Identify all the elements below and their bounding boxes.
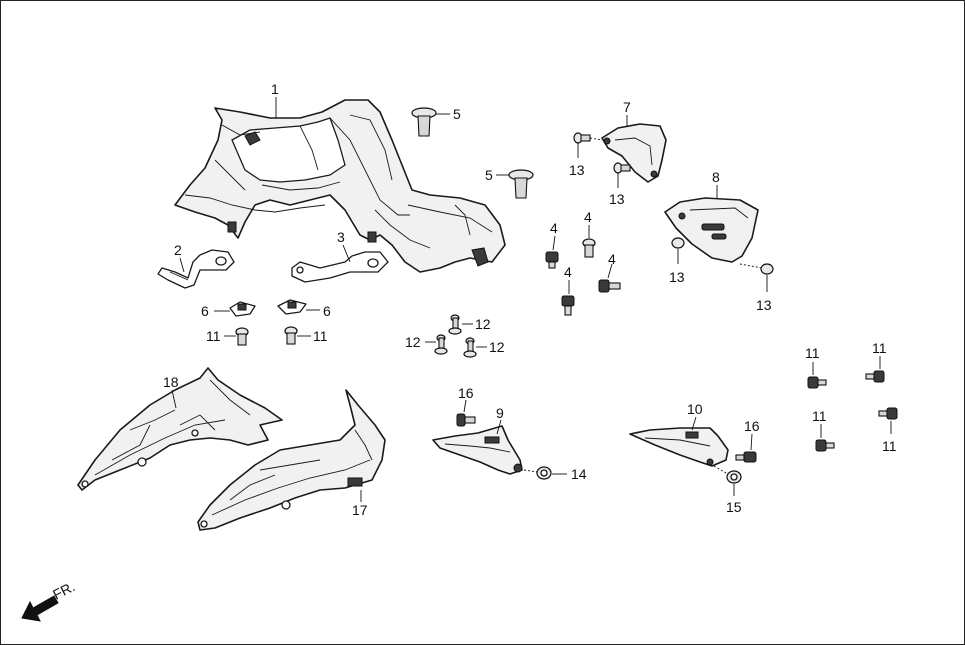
part-16-bolt-a[interactable] xyxy=(456,413,476,427)
part-11-screw-e[interactable] xyxy=(815,439,835,452)
part-4-bolt-c[interactable] xyxy=(561,295,575,316)
part-11-screw-f[interactable] xyxy=(878,407,898,420)
part-13-screw-d[interactable] xyxy=(760,263,774,275)
callout-5b: 5 xyxy=(485,167,493,183)
callout-11a: 11 xyxy=(206,328,221,344)
callout-13b: 13 xyxy=(609,191,625,207)
part-4-bolt-b[interactable] xyxy=(582,238,596,258)
part-5-push-rivet-a[interactable] xyxy=(411,107,437,137)
part-11-screw-a[interactable] xyxy=(235,327,249,346)
callout-12c: 12 xyxy=(489,339,505,355)
part-2-bracket[interactable] xyxy=(157,249,235,289)
callout-12a: 12 xyxy=(475,316,491,332)
part-7-side-bracket[interactable] xyxy=(601,123,667,183)
part-6-clip-nut-a[interactable] xyxy=(229,301,256,317)
callout-11e: 11 xyxy=(812,408,827,424)
callout-8: 8 xyxy=(712,169,720,185)
part-16-bolt-b[interactable] xyxy=(735,451,757,463)
part-13-screw-a[interactable] xyxy=(573,132,591,144)
callout-10: 10 xyxy=(687,401,703,417)
callout-13a: 13 xyxy=(569,162,585,178)
callout-11b: 11 xyxy=(313,328,328,344)
part-11-screw-c[interactable] xyxy=(807,376,827,389)
callout-7: 7 xyxy=(623,99,631,115)
callout-2: 2 xyxy=(174,242,182,258)
part-8-switch-panel[interactable] xyxy=(664,197,759,263)
part-15-nut[interactable] xyxy=(726,470,742,484)
callout-11d: 11 xyxy=(872,340,887,356)
callout-4d: 4 xyxy=(608,251,616,267)
callout-16a: 16 xyxy=(458,385,474,401)
part-9-left-inner-panel[interactable] xyxy=(432,425,523,475)
callout-14: 14 xyxy=(571,466,587,482)
part-11-screw-b[interactable] xyxy=(284,326,298,345)
front-direction-indicator: FR. xyxy=(21,578,77,622)
callout-12b: 12 xyxy=(405,334,421,350)
part-12-clip-b[interactable] xyxy=(434,334,448,355)
part-10-right-inner-panel[interactable] xyxy=(629,427,729,467)
callout-3: 3 xyxy=(337,229,345,245)
callout-13d: 13 xyxy=(756,297,772,313)
callout-16b: 16 xyxy=(744,418,760,434)
part-18-left-side-cover[interactable] xyxy=(77,367,283,491)
part-11-screw-d[interactable] xyxy=(865,370,885,383)
callout-4a: 4 xyxy=(550,220,558,236)
callout-6a: 6 xyxy=(201,303,209,319)
callout-6b: 6 xyxy=(323,303,331,319)
callout-4c: 4 xyxy=(564,264,572,280)
callout-13c: 13 xyxy=(669,269,685,285)
callout-1: 1 xyxy=(271,81,279,97)
callout-4b: 4 xyxy=(584,209,592,225)
part-13-screw-b[interactable] xyxy=(613,162,631,174)
part-13-screw-c[interactable] xyxy=(671,237,685,249)
callout-11c: 11 xyxy=(805,345,820,361)
part-6-clip-nut-b[interactable] xyxy=(277,299,307,315)
callout-9: 9 xyxy=(496,405,504,421)
part-14-nut[interactable] xyxy=(536,466,552,480)
callout-17: 17 xyxy=(352,502,368,518)
part-4-bolt-d[interactable] xyxy=(598,279,621,293)
part-17-right-side-cover[interactable] xyxy=(197,389,386,531)
callout-15: 15 xyxy=(726,499,742,515)
front-arrow-icon xyxy=(21,595,59,622)
callout-5a: 5 xyxy=(453,106,461,122)
callout-18: 18 xyxy=(163,374,179,390)
part-4-bolt-a[interactable] xyxy=(545,251,559,269)
part-12-clip-c[interactable] xyxy=(463,337,477,358)
callout-11f: 11 xyxy=(882,438,897,454)
part-3-bracket[interactable] xyxy=(291,251,389,283)
part-1-front-cowl-frame[interactable] xyxy=(174,99,506,273)
part-5-push-rivet-b[interactable] xyxy=(508,169,534,199)
part-12-clip-a[interactable] xyxy=(448,314,462,335)
